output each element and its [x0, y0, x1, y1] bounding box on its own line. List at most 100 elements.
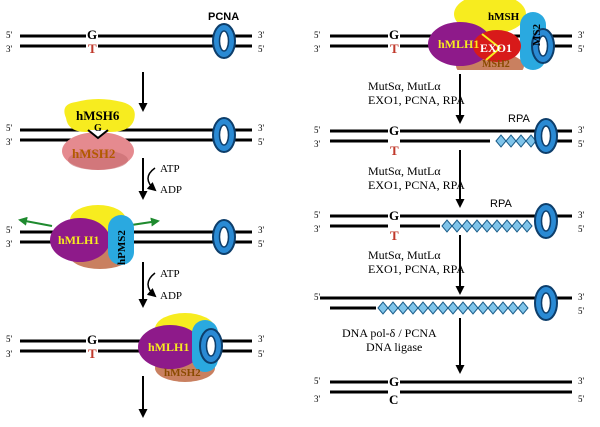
- msh2-label: hMSH2: [72, 146, 115, 161]
- pcna-ring-icon: [212, 117, 236, 153]
- dna-duplex-r5: [330, 380, 572, 394]
- rpa-diamond-icon: [517, 301, 529, 315]
- end-5-label: 5': [578, 44, 585, 54]
- curved-arrow-icon: [138, 158, 157, 200]
- rpa-diamond-icon: [471, 219, 483, 233]
- rpa-chain: [441, 219, 533, 233]
- pcna-ring-icon: [534, 203, 558, 239]
- rpa-diamond-icon: [511, 219, 523, 233]
- rpa-diamond-icon: [387, 301, 399, 315]
- end-5-label: 5': [578, 394, 585, 404]
- end-5-label: 5': [314, 376, 321, 386]
- rpa-diamond-icon: [481, 219, 493, 233]
- mismatch-base-t: T: [88, 346, 97, 361]
- end-3-label: 3': [578, 292, 585, 302]
- base-g: G: [87, 332, 97, 347]
- end-5-label: 5': [258, 239, 265, 249]
- end-5-label: 5': [258, 44, 265, 54]
- pcna-ring-icon: [534, 285, 558, 321]
- base-gap: [86, 332, 98, 358]
- mismatch-base-t: T: [390, 228, 399, 243]
- rpa-diamond-icon: [515, 134, 527, 148]
- msh2-partial-label: MSH2: [482, 59, 510, 70]
- rpa-diamond-icon: [397, 301, 409, 315]
- atp-label: ATP: [160, 163, 180, 175]
- mismatch-base-t: T: [390, 41, 399, 56]
- end-3-label: 3': [6, 239, 13, 249]
- end-5-label: 5': [6, 225, 13, 235]
- dna-bend: [87, 129, 109, 140]
- base-gap: [388, 122, 400, 148]
- end-5-label: 5': [578, 139, 585, 149]
- dna-duplex-r4: [320, 296, 572, 310]
- rpa-diamond-icon: [495, 134, 507, 148]
- atp-label: ATP: [160, 268, 180, 280]
- end-3-label: 3': [314, 394, 321, 404]
- end-5-label: 5': [258, 137, 265, 147]
- rpa-diamond-icon: [477, 301, 489, 315]
- rpa-diamond-icon: [407, 301, 419, 315]
- end-3-label: 3': [578, 210, 585, 220]
- end-3-label: 3': [6, 137, 13, 147]
- pol-line1: DNA pol-δ / PCNA: [342, 326, 437, 340]
- end-5-label: 5': [6, 30, 13, 40]
- rpa-diamond-icon: [521, 219, 533, 233]
- mismatch-base-t: T: [88, 41, 97, 56]
- end-5-label: 5': [314, 125, 321, 135]
- rpa-diamond-icon: [441, 219, 453, 233]
- msh6-label: hMSH6: [76, 108, 120, 123]
- end-3-label: 3': [578, 376, 585, 386]
- base-g: G: [389, 27, 399, 42]
- base-gap: [388, 207, 400, 233]
- end-5-label: 5': [578, 306, 585, 316]
- end-3-label: 3': [578, 30, 585, 40]
- end-5-label: 5': [6, 123, 13, 133]
- end-5-label: 5': [314, 30, 321, 40]
- factors-line1: MutSα, MutLα: [368, 164, 441, 178]
- factors-line2: EXO1, PCNA, RPA: [368, 178, 465, 192]
- factors-line1: MutSα, MutLα: [368, 79, 441, 93]
- rpa-diamond-icon: [461, 219, 473, 233]
- pcna-ring-icon: [534, 118, 558, 154]
- exo1-label: EXO1: [480, 41, 512, 55]
- pms2-protein: [108, 215, 134, 265]
- end-3-label: 3': [6, 349, 13, 359]
- mlh1-label: hMLH1: [148, 340, 189, 354]
- mlh1-label: hMLH1: [438, 37, 479, 51]
- rpa-diamond-icon: [487, 301, 499, 315]
- rpa-diamond-icon: [497, 301, 509, 315]
- rpa-diamond-icon: [467, 301, 479, 315]
- end-3-label: 3': [258, 123, 265, 133]
- rpa-diamond-icon: [491, 219, 503, 233]
- adp-label: ADP: [160, 184, 182, 196]
- pms2-label: hPMS2: [116, 230, 128, 265]
- end-5-label: 5': [6, 334, 13, 344]
- end-5-label: 5': [314, 292, 321, 302]
- msh-partial-label: hMSH: [488, 11, 520, 23]
- end-3-label: 3': [314, 139, 321, 149]
- slide-arrow-icon: [18, 216, 53, 227]
- end-3-label: 3': [314, 44, 321, 54]
- base-g: G: [389, 374, 399, 389]
- rpa-diamond-icon: [457, 301, 469, 315]
- mlh1-protein: [50, 218, 110, 262]
- end-3-label: 3': [258, 225, 265, 235]
- rpa-diamond-icon: [437, 301, 449, 315]
- adp-label: ADP: [160, 290, 182, 302]
- msh6-protein: [64, 99, 135, 132]
- rpa-label: RPA: [490, 198, 512, 210]
- pol-line2: DNA ligase: [366, 340, 422, 354]
- pcna-ring-icon: [199, 328, 223, 364]
- base-g: G: [389, 208, 399, 223]
- pms2-partial-label: MS2: [531, 24, 543, 47]
- base-g-partial: G: [94, 123, 102, 134]
- base-g: G: [389, 123, 399, 138]
- rpa-diamond-icon: [451, 219, 463, 233]
- curved-arrow-icon: [138, 262, 157, 308]
- end-3-label: 3': [258, 334, 265, 344]
- base-gap: [388, 27, 400, 53]
- rpa-chain: [495, 134, 537, 148]
- pcna-ring-icon: [212, 219, 236, 255]
- end-5-label: 5': [258, 349, 265, 359]
- rpa-diamond-icon: [447, 301, 459, 315]
